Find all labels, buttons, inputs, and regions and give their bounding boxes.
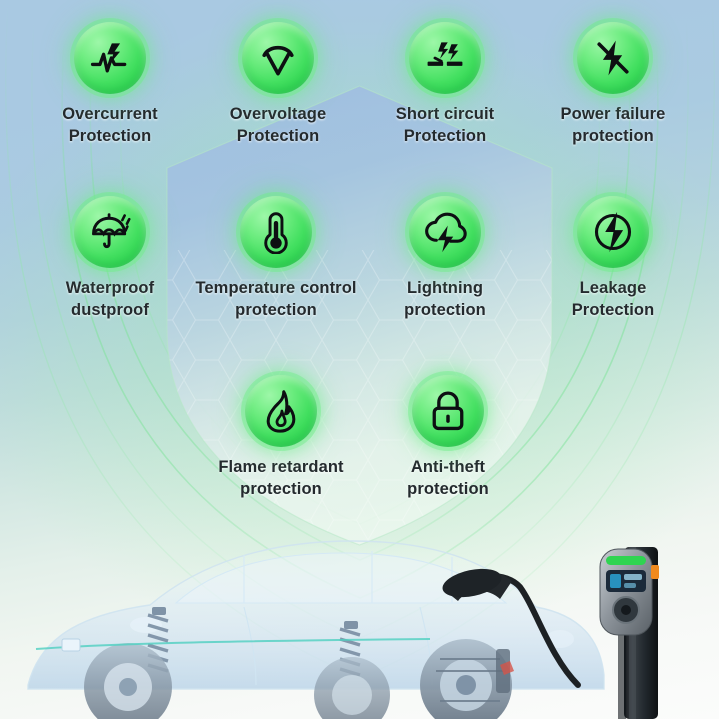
feature-label: Lightning protection [404,279,486,319]
feature-overvoltage-protection[interactable]: Overvoltage Protection [193,22,363,148]
feature-power-failure-protection[interactable]: Power failure protection [528,22,698,148]
feature-label: Flame retardant protection [218,458,344,498]
feature-flame-retardant-protection[interactable]: Flame retardant protection [196,375,366,501]
lightning-cloud-icon [409,196,481,268]
thermometer-icon [240,196,312,268]
feature-lightning-protection[interactable]: Lightning protection [360,196,530,322]
feature-label: Overcurrent Protection [62,105,158,145]
feature-label: Short circuit Protection [395,105,495,145]
leakage-bolt-circle-icon [577,196,649,268]
short-circuit-icon [409,22,481,94]
feature-temperature-control-protection[interactable]: Temperature control protection [191,196,361,322]
feature-label: Leakage Protection [571,279,655,319]
feature-label: Temperature control protection [195,279,357,319]
feature-waterproof-dustproof[interactable]: Waterproof dustproof [25,196,195,322]
feature-anti-theft-protection[interactable]: Anti-theft protection [363,375,533,501]
flame-icon [245,375,317,447]
feature-label: Power failure protection [560,105,666,145]
feature-short-circuit-protection[interactable]: Short circuit Protection [360,22,530,148]
feature-label: Overvoltage Protection [229,105,327,145]
overcurrent-icon [74,22,146,94]
feature-leakage-protection[interactable]: Leakage Protection [528,196,698,322]
overvoltage-icon [242,22,314,94]
feature-label: Waterproof dustproof [65,279,155,319]
feature-overcurrent-protection[interactable]: Overcurrent Protection [25,22,195,148]
padlock-icon [412,375,484,447]
power-failure-icon [577,22,649,94]
feature-label: Anti-theft protection [407,458,489,498]
waterproof-umbrella-icon [74,196,146,268]
